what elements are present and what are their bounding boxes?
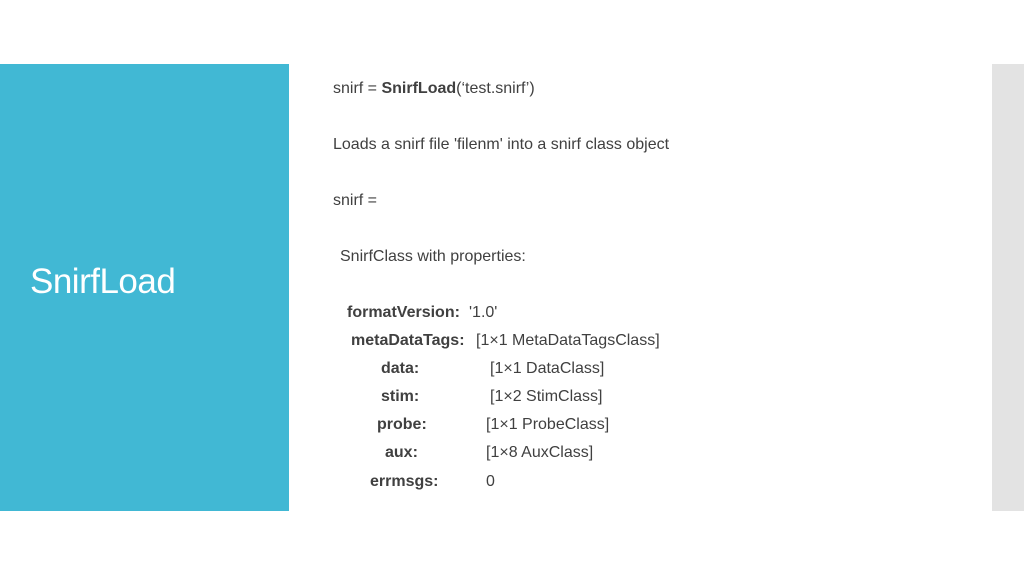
slide-title: SnirfLoad xyxy=(30,262,176,301)
function-call-line: snirf = SnirfLoad(‘test.snirf’) xyxy=(333,79,535,99)
snirf-assignment-line: snirf = xyxy=(333,192,378,209)
class-properties-line: SnirfClass with properties: xyxy=(340,248,526,265)
property-label: aux: xyxy=(385,444,418,461)
property-value: [1×1 DataClass] xyxy=(490,360,605,377)
call-prefix: snirf = xyxy=(333,80,382,97)
property-value: [1×8 AuxClass] xyxy=(486,444,594,461)
title-panel xyxy=(0,64,289,511)
property-value: [1×1 ProbeClass] xyxy=(486,416,610,433)
call-function-name: SnirfLoad xyxy=(381,80,457,97)
property-value: [1×2 StimClass] xyxy=(490,388,603,405)
property-label: probe: xyxy=(377,416,427,433)
property-value: 0 xyxy=(486,473,495,490)
right-side-strip xyxy=(992,64,1024,511)
description-line: Loads a snirf file 'filenm' into a snirf… xyxy=(333,136,670,153)
call-arguments: (‘test.snirf’) xyxy=(456,80,535,97)
property-label: metaDataTags: xyxy=(351,332,465,349)
property-label: data: xyxy=(381,360,420,377)
property-label: errmsgs: xyxy=(370,473,439,490)
property-value: '1.0' xyxy=(469,304,498,321)
property-label: formatVersion: xyxy=(347,304,460,321)
property-value: [1×1 MetaDataTagsClass] xyxy=(476,332,660,349)
property-label: stim: xyxy=(381,388,420,405)
